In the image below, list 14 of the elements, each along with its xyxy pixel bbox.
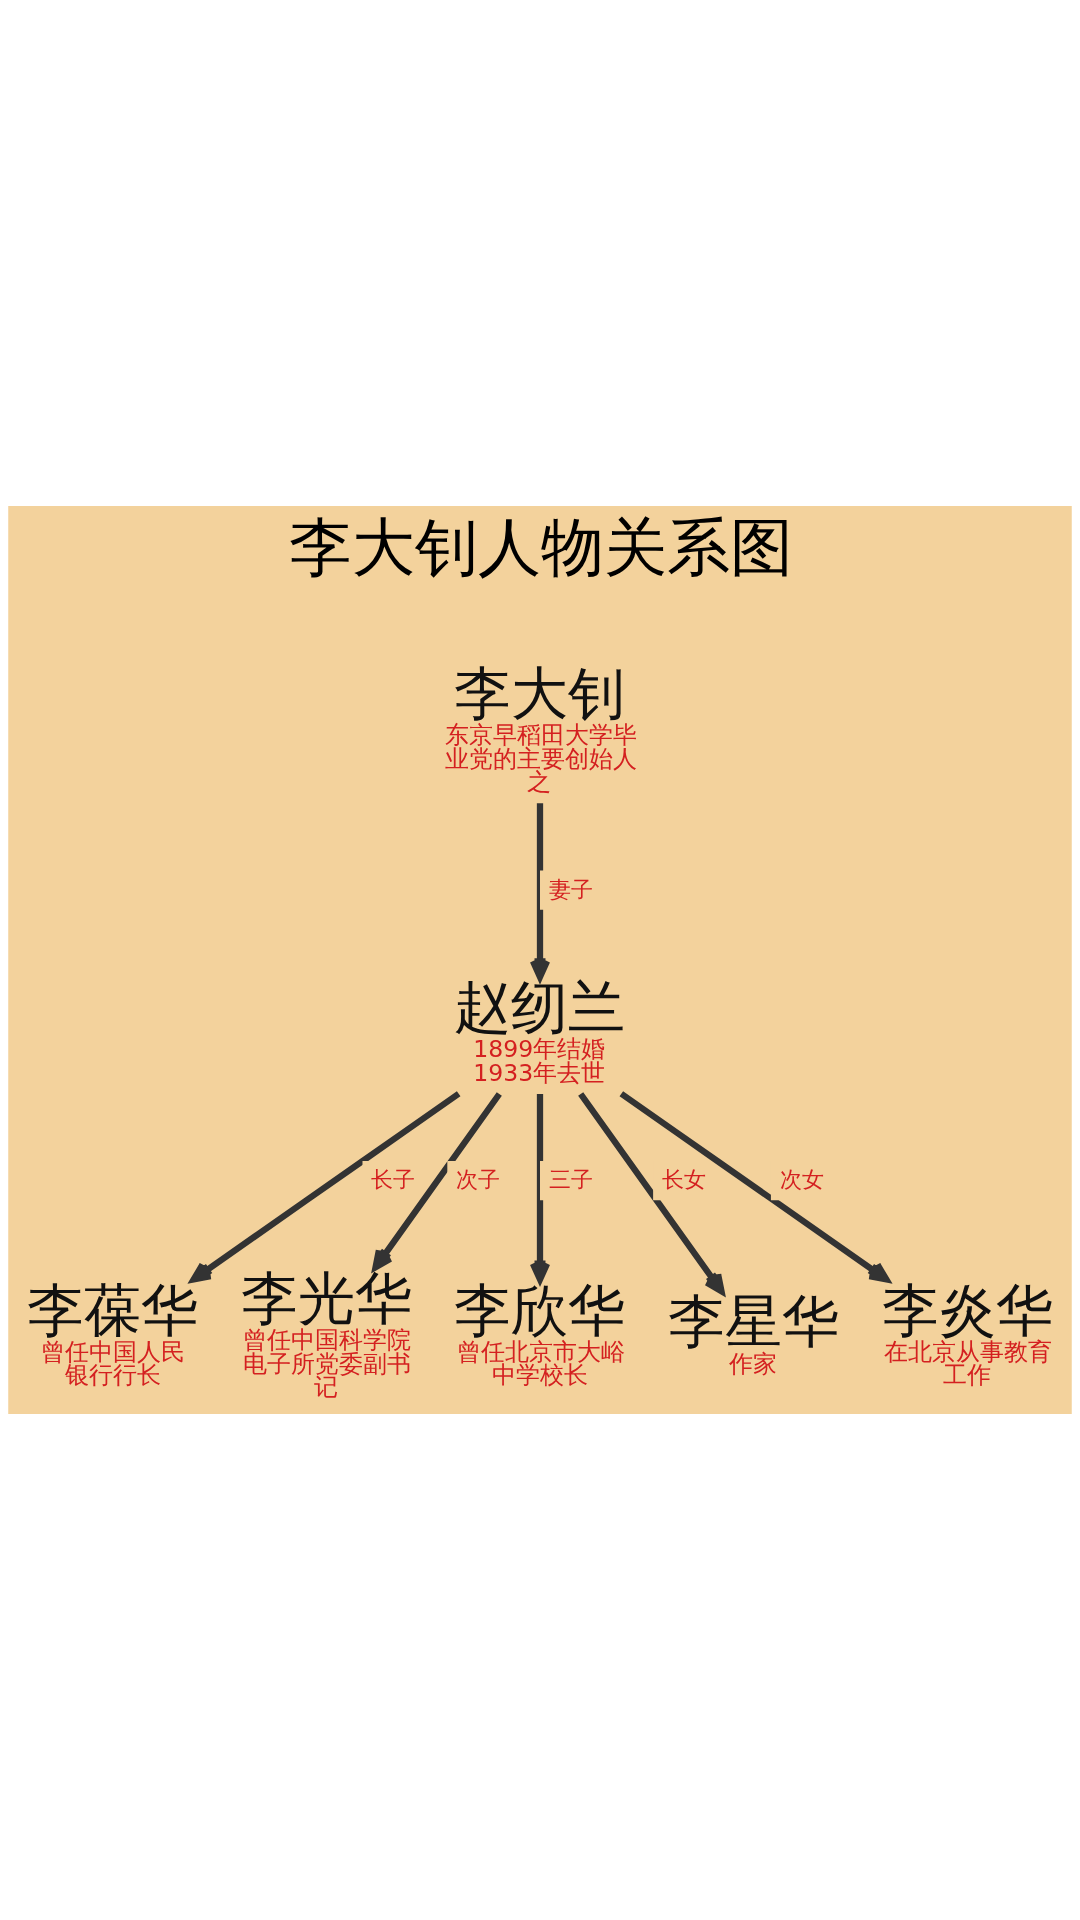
edge-label: 长女 xyxy=(661,1167,706,1193)
node-text: 李光华 曾任中国科学院电子所党委副书记 xyxy=(240,1265,412,1402)
node-text: 赵纫兰 1899年结婚1933年去世 xyxy=(454,975,626,1087)
edge-label: 次女 xyxy=(779,1167,824,1193)
edge-label: 次子 xyxy=(455,1167,500,1193)
node-text: 李炎华 在北京从事教育工作 xyxy=(881,1277,1053,1390)
node-text: 李星华 作家 xyxy=(668,1289,840,1378)
edge-label: 三子 xyxy=(548,1167,593,1193)
node-text: 李欣华 曾任北京市大峪中学校长 xyxy=(454,1277,626,1390)
node-text: 李葆华 曾任中国人民银行行长 xyxy=(27,1277,199,1390)
node-text: 李大钊 东京早稻田大学毕业党的主要创始人之 xyxy=(444,661,637,797)
edge-label: 长子 xyxy=(371,1167,416,1193)
edge-label: 妻子 xyxy=(548,876,593,902)
diagram-title: 李大钊人物关系图 xyxy=(289,510,794,584)
